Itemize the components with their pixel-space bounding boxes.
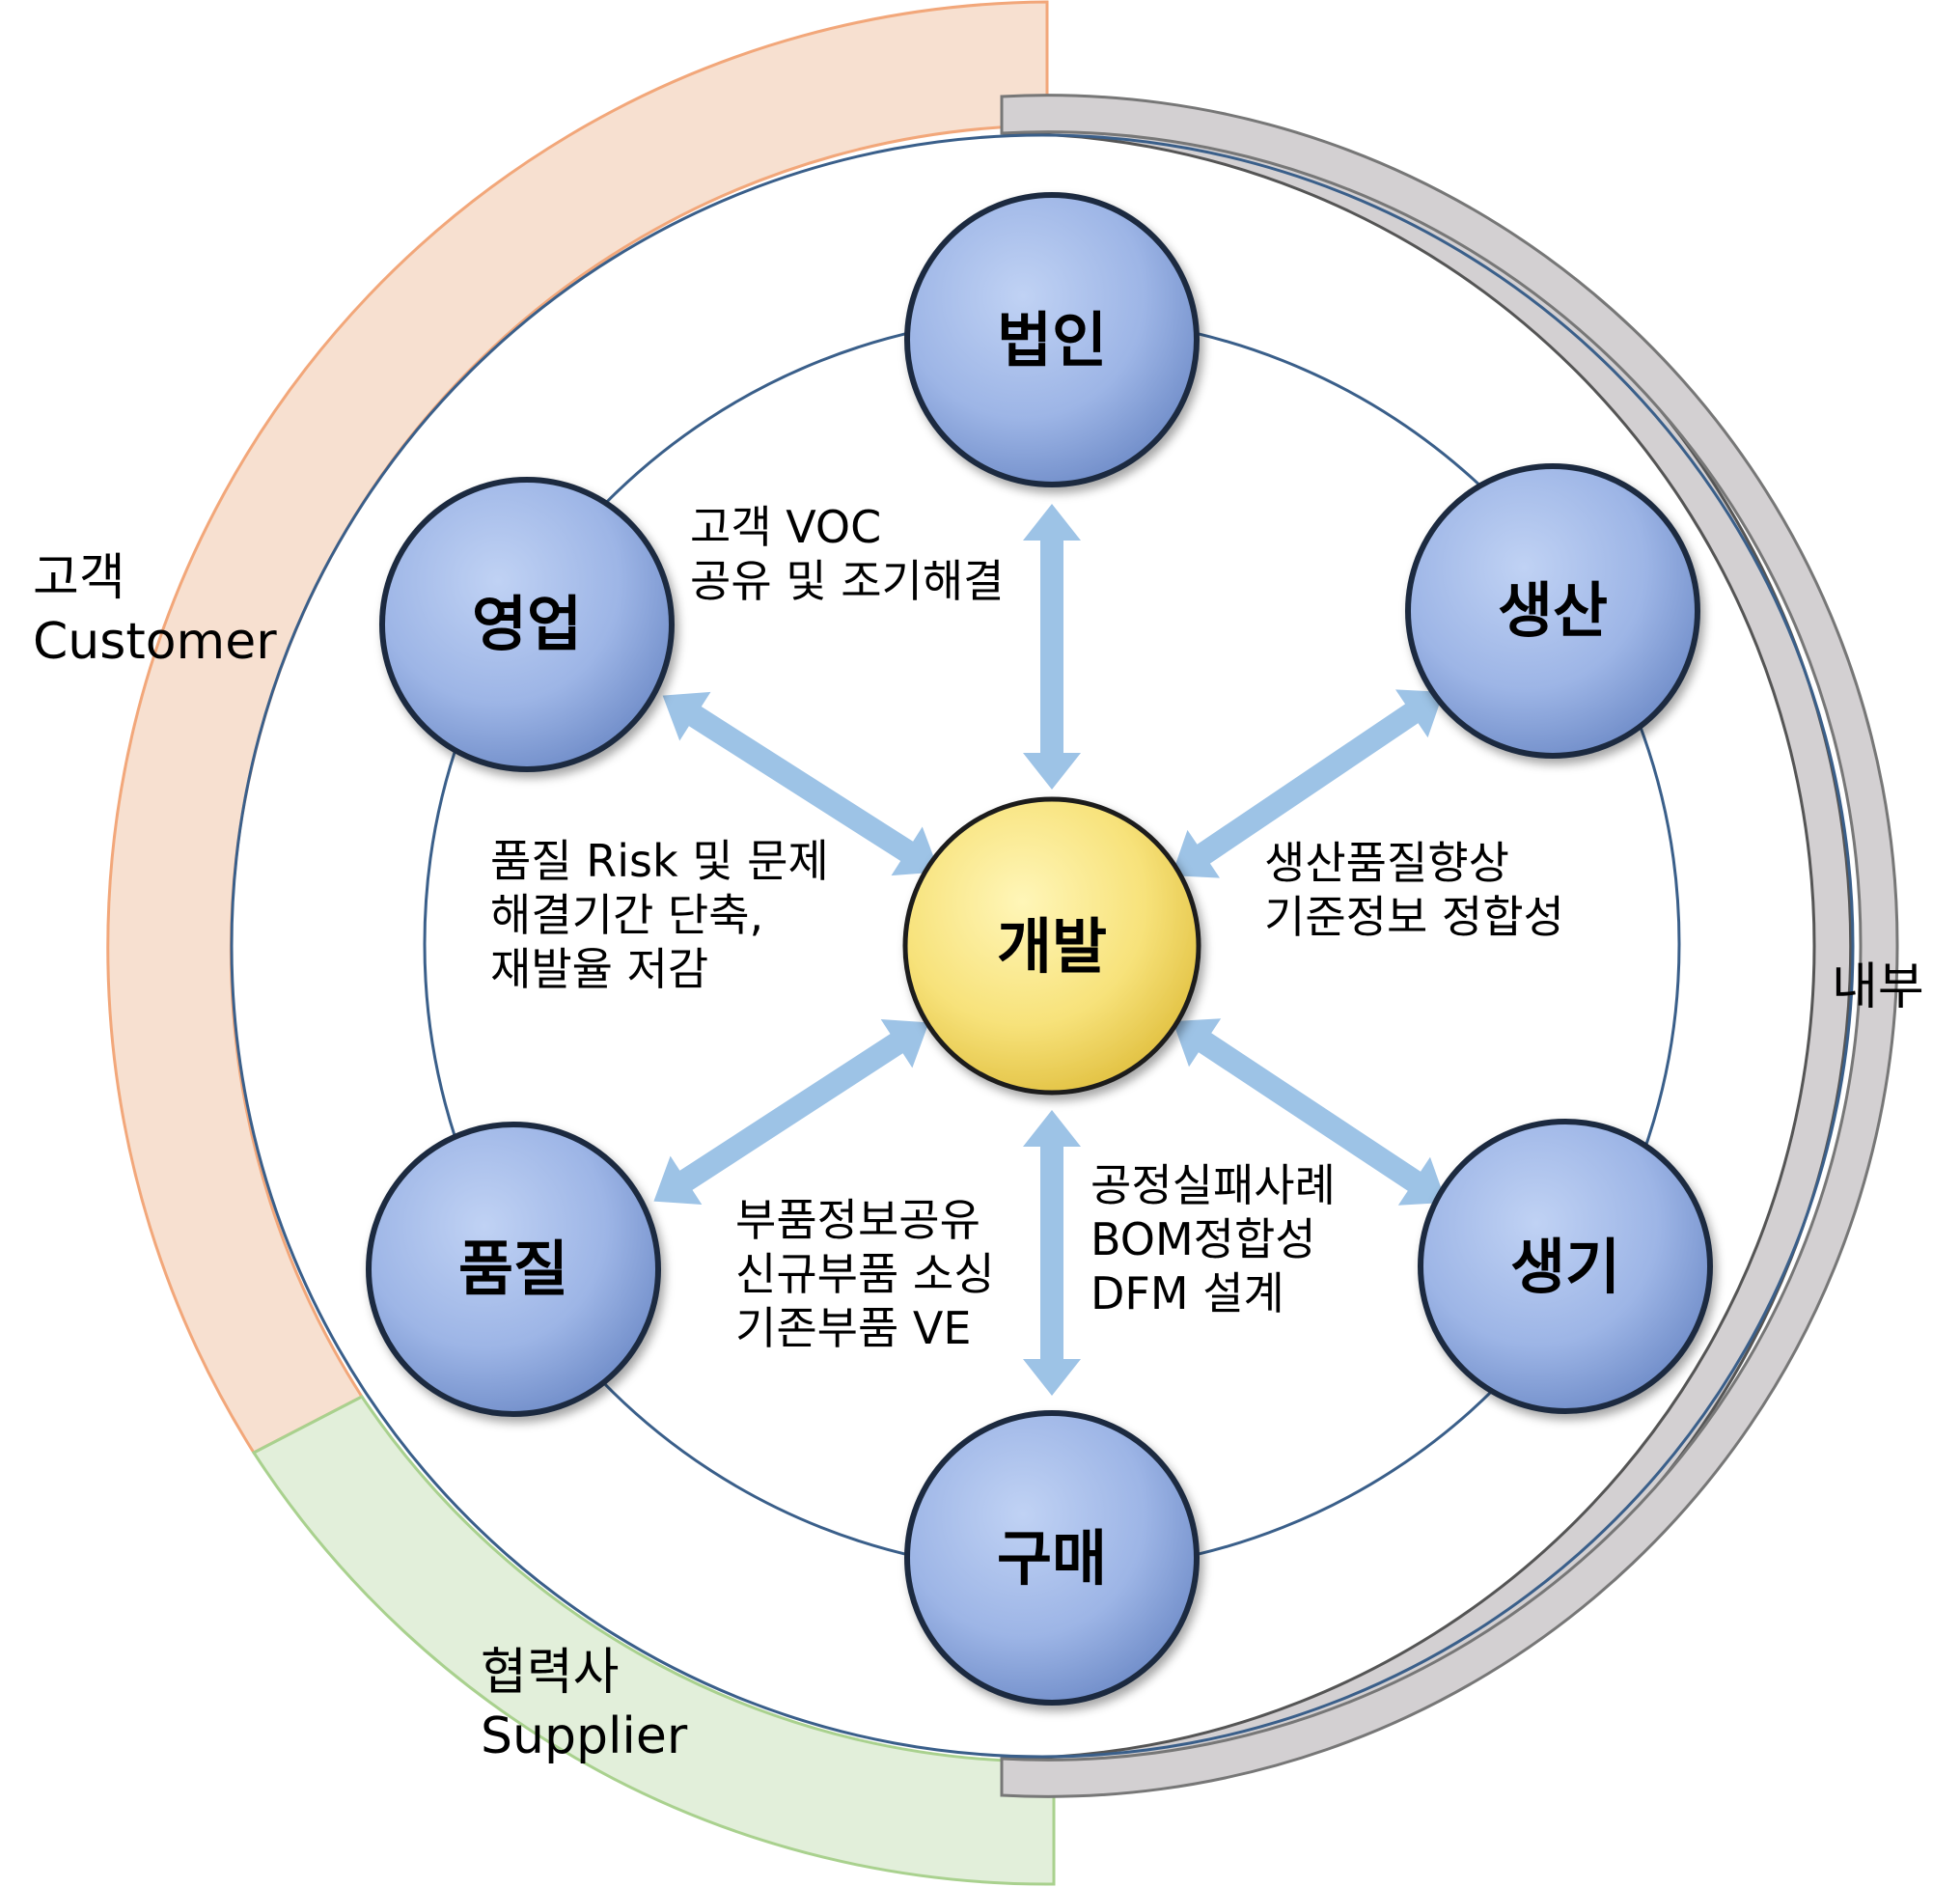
note-line: 신규부품 소싱	[735, 1248, 995, 1300]
note-line: 기존부품 VE	[735, 1302, 972, 1354]
center-node	[902, 796, 1201, 1096]
group-label-line: 고객	[33, 549, 125, 607]
supplier-band	[251, 1395, 1056, 1886]
node-sales	[379, 477, 675, 772]
node-purchasing	[904, 1410, 1200, 1706]
group-label-internal: 내부	[1832, 956, 1924, 1019]
group-label-supplier: 협력사 Supplier	[481, 1641, 687, 1768]
note-line: 공정실패사례	[1090, 1159, 1336, 1211]
node-label-sales: 영업	[472, 589, 582, 659]
note-line: 고객 VOC	[690, 501, 882, 553]
node-production-engineering	[1418, 1119, 1713, 1414]
group-label-line: Supplier	[481, 1707, 688, 1765]
note-voc: 고객 VOC 공유 및 조기해결	[690, 500, 1004, 608]
outer-ring	[230, 133, 1855, 1759]
group-label-customer: 고객 Customer	[33, 546, 277, 674]
node-label-legal-entity: 법인	[997, 305, 1107, 375]
note-line: DFM 설계	[1090, 1267, 1284, 1319]
note-line: 부품정보공유	[735, 1194, 980, 1246]
arrow-production-engineering	[1173, 1018, 1447, 1206]
note-process: 공정실패사례 BOM정합성 DFM 설계	[1090, 1158, 1336, 1320]
group-label-line: 협력사	[481, 1644, 620, 1702]
internal-band-body	[1000, 94, 1899, 1798]
group-label-line: Customer	[33, 613, 277, 671]
note-line: 재발율 저감	[490, 943, 709, 995]
note-parts: 부품정보공유 신규부품 소싱 기존부품 VE	[735, 1193, 995, 1355]
note-line: 해결기간 단축,	[490, 889, 764, 941]
arrow-legal	[1023, 504, 1081, 790]
note-line: 생산품질향상	[1264, 837, 1509, 889]
node-label-production-engineering: 생기	[1510, 1232, 1620, 1302]
arrows	[653, 504, 1447, 1396]
note-line: 기준정보 정합성	[1264, 891, 1564, 943]
arrow-purchasing	[1023, 1110, 1081, 1396]
arrow-quality	[653, 1019, 929, 1205]
node-label-purchasing: 구매	[997, 1523, 1107, 1594]
arrow-production	[1172, 689, 1444, 878]
center-label: 개발	[997, 911, 1107, 982]
note-production-quality: 생산품질향상 기준정보 정합성	[1264, 836, 1564, 944]
node-label-quality: 품질	[458, 1234, 568, 1304]
node-quality	[366, 1122, 661, 1417]
group-label-line: 내부	[1832, 958, 1924, 1016]
note-line: 품질 Risk 및 문제	[490, 835, 829, 887]
customer-band	[106, 0, 1049, 1455]
arrow-sales	[662, 691, 940, 876]
node-legal-entity	[904, 192, 1200, 487]
node-label-production: 생산	[1498, 575, 1608, 646]
node-production	[1405, 463, 1700, 759]
note-quality-risk: 품질 Risk 및 문제 해결기간 단축, 재발율 저감	[490, 834, 829, 996]
note-line: 공유 및 조기해결	[690, 555, 1005, 607]
note-line: BOM정합성	[1090, 1213, 1316, 1265]
